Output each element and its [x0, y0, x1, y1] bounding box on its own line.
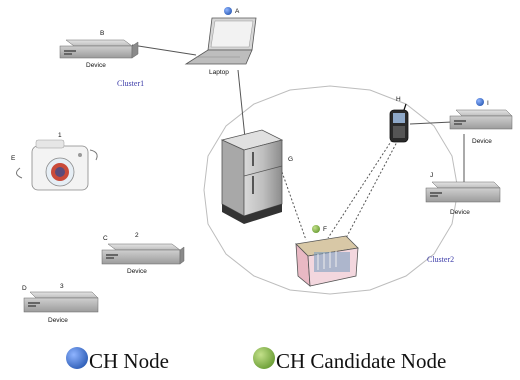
node-i-letter: I: [487, 100, 489, 107]
link-h-i: [409, 121, 453, 125]
legend-ch-node-swatch: [66, 347, 88, 369]
node-b-label: Device: [86, 62, 106, 69]
node-h-letter: H: [396, 96, 401, 103]
node-g-letter: G: [288, 156, 293, 163]
link-g-f: [281, 171, 307, 241]
link-b-a: [131, 44, 197, 56]
ch-node-indicator-a: [224, 7, 232, 15]
link-h-f2: [344, 139, 399, 241]
device-j: [425, 181, 501, 203]
node-f-letter: F: [323, 226, 327, 233]
legend-ch-candidate-label: CH Candidate Node: [276, 349, 446, 373]
cluster1-label: Cluster1: [117, 79, 144, 88]
node-j-label: Device: [450, 209, 470, 216]
node-d-label: Device: [48, 317, 68, 324]
node-j-letter: J: [430, 172, 433, 179]
node-c-letter: C: [103, 235, 108, 242]
laptop-a: [184, 17, 257, 65]
cluster2-boundary: [203, 85, 459, 295]
node-b-letter: B: [100, 30, 104, 37]
legend-ch-node-label: CH Node: [89, 349, 169, 373]
legend: CH Node CH Candidate Node: [66, 347, 446, 373]
phone-h: [389, 103, 409, 143]
link-h-f1: [327, 139, 393, 239]
node-c-label: Device: [127, 268, 147, 275]
node-a-label: Laptop: [209, 69, 229, 76]
legend-ch-candidate-swatch: [253, 347, 275, 369]
ch-candidate-indicator-f: [312, 225, 320, 233]
node-a-letter: A: [235, 8, 240, 15]
ch-node-indicator-i: [476, 98, 484, 106]
node-i-label: Device: [472, 138, 492, 145]
link-a-fridge: [237, 69, 246, 139]
device-i: [449, 109, 513, 130]
node-e-number: 1: [58, 132, 62, 139]
dishwasher-f: [295, 235, 359, 287]
fridge-g: [220, 129, 284, 224]
node-d-number: 3: [60, 283, 64, 290]
device-b: [59, 39, 139, 59]
node-c-number: 2: [135, 232, 139, 239]
node-d-letter: D: [22, 285, 27, 292]
cluster2-label: Cluster2: [427, 255, 454, 264]
device-d: [23, 291, 99, 313]
device-c: [101, 243, 185, 265]
node-e-letter: E: [11, 155, 16, 162]
washing-machine-e: [16, 139, 98, 191]
